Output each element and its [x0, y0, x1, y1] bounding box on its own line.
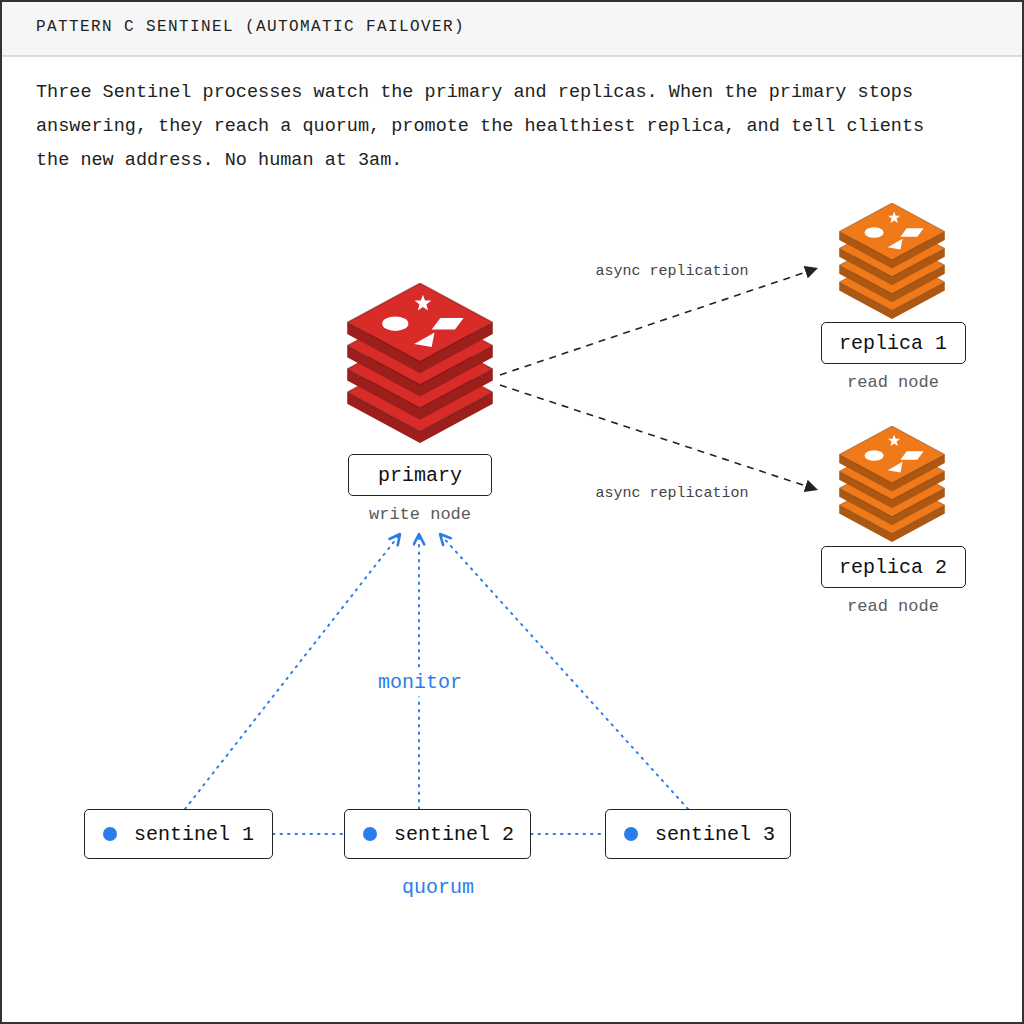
server-node: replica 2 read node	[818, 424, 968, 626]
status-dot	[363, 827, 377, 841]
monitor-arrow	[440, 534, 688, 809]
status-dot	[103, 827, 117, 841]
group-label: quorum	[402, 876, 474, 899]
diagram-caption: Three Sentinel processes watch the prima…	[36, 76, 941, 178]
quorum-link	[273, 833, 344, 835]
node-role: write node	[369, 504, 471, 526]
server-node: replica 1 read node	[818, 200, 968, 402]
node-role: read node	[847, 372, 939, 394]
node-role: read node	[847, 596, 939, 618]
sentinel-box: sentinel 2	[344, 809, 531, 859]
server-node: primary write node	[340, 282, 500, 534]
replication-arrow	[500, 385, 818, 490]
replication-arrow	[500, 268, 818, 375]
sentinel-box: sentinel 3	[605, 809, 791, 859]
diagram-title: PATTERN C SENTINEL (AUTOMATIC FAILOVER)	[36, 17, 465, 37]
edge-label: async replication	[595, 485, 748, 502]
header-rule	[1, 55, 1023, 57]
node-label: primary	[348, 454, 492, 496]
monitor-arrow	[185, 534, 400, 809]
node-label: sentinel 1	[134, 823, 254, 846]
edge-label: monitor	[374, 668, 466, 697]
edge-label: async replication	[595, 263, 748, 280]
node-label: sentinel 2	[394, 823, 514, 846]
node-label: replica 1	[821, 322, 966, 364]
quorum-link	[531, 833, 605, 835]
node-label: replica 2	[821, 546, 966, 588]
redis-icon	[839, 203, 944, 319]
redis-icon	[347, 283, 492, 443]
status-dot	[624, 827, 638, 841]
node-label: sentinel 3	[655, 823, 775, 846]
header-band	[1, 1, 1023, 56]
redis-icon	[839, 426, 944, 542]
sentinel-box: sentinel 1	[84, 809, 273, 859]
